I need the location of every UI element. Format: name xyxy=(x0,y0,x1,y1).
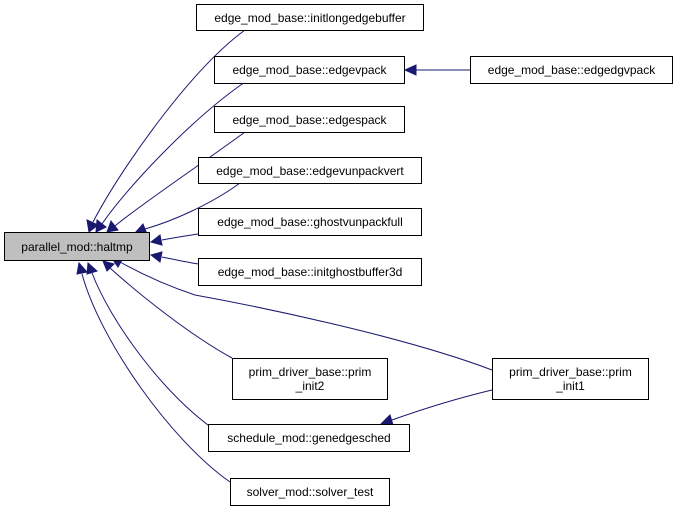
node-label: edge_mod_base::edgespack xyxy=(232,112,387,127)
arrowhead xyxy=(102,260,115,272)
node-label: edge_mod_base::initghostbuffer3d xyxy=(217,265,403,279)
node-prim_init2[interactable]: prim_driver_base::prim _init2 xyxy=(232,358,388,400)
arrowhead xyxy=(76,261,88,275)
arrowhead xyxy=(106,219,119,233)
node-label: edge_mod_base::edgedgvpack xyxy=(487,63,656,77)
edge-prim_init1-to-haltmp xyxy=(119,261,493,371)
edge-prim_init2-to-haltmp xyxy=(109,267,233,359)
arrowhead xyxy=(403,64,417,76)
edge-solver_test-to-haltmp xyxy=(81,273,231,483)
node-label-line1: prim_driver_base::prim xyxy=(248,365,372,379)
edge-genedgesched-to-haltmp xyxy=(91,272,213,429)
node-edgespack[interactable]: edge_mod_base::edgespack xyxy=(214,106,405,133)
node-edgevunpackvert[interactable]: edge_mod_base::edgevunpackvert xyxy=(198,157,422,184)
node-label: solver_mod::solver_test xyxy=(246,485,374,499)
node-initghostbuffer3d[interactable]: edge_mod_base::initghostbuffer3d xyxy=(198,258,422,286)
node-label: edge_mod_base::edgevunpackvert xyxy=(216,163,404,178)
node-prim_init1[interactable]: prim_driver_base::prim _init1 xyxy=(492,358,649,400)
arrowhead xyxy=(149,251,163,263)
arrowhead xyxy=(86,219,99,233)
node-haltmp: parallel_mod::haltmp xyxy=(4,232,150,261)
node-ghostvunpackfull[interactable]: edge_mod_base::ghostvunpackfull xyxy=(198,208,422,236)
node-genedgesched[interactable]: schedule_mod::genedgesched xyxy=(208,424,410,452)
node-label-line2: _init1 xyxy=(556,379,585,393)
edge-prim_init1-to-genedgesched xyxy=(391,389,493,421)
node-initlongedgebuffer[interactable]: edge_mod_base::initlongedgebuffer xyxy=(196,4,424,31)
node-label-line1: prim_driver_base::prim xyxy=(509,365,632,379)
edge-edgespack-to-haltmp xyxy=(114,131,246,227)
node-label-multiline: prim_driver_base::prim _init2 xyxy=(249,365,372,393)
node-solver_test[interactable]: solver_mod::solver_test xyxy=(230,478,390,506)
edge-initghostbuffer3d-to-haltmp xyxy=(161,256,199,265)
edge-edgevunpackvert-to-haltmp xyxy=(144,182,241,230)
edge-ghostvunpackfull-to-haltmp xyxy=(161,233,199,241)
arrowhead xyxy=(95,219,107,233)
node-label-line2: _init2 xyxy=(295,379,325,393)
node-edgedgvpack[interactable]: edge_mod_base::edgedgvpack xyxy=(470,56,673,84)
node-label: edge_mod_base::ghostvunpackfull xyxy=(217,215,403,229)
node-label-multiline: prim_driver_base::prim _init1 xyxy=(509,365,632,393)
edge-initlongedgebuffer-to-haltmp xyxy=(92,29,246,223)
arrowhead xyxy=(149,234,163,246)
node-label: parallel_mod::haltmp xyxy=(21,239,133,254)
node-edgevpack[interactable]: edge_mod_base::edgevpack xyxy=(214,56,405,84)
node-label: edge_mod_base::initlongedgebuffer xyxy=(214,10,406,25)
edge-edgevpack-to-haltmp xyxy=(101,81,246,225)
node-label: edge_mod_base::edgevpack xyxy=(232,63,387,77)
arrowhead xyxy=(86,261,99,275)
node-label: schedule_mod::genedgesched xyxy=(227,431,391,445)
